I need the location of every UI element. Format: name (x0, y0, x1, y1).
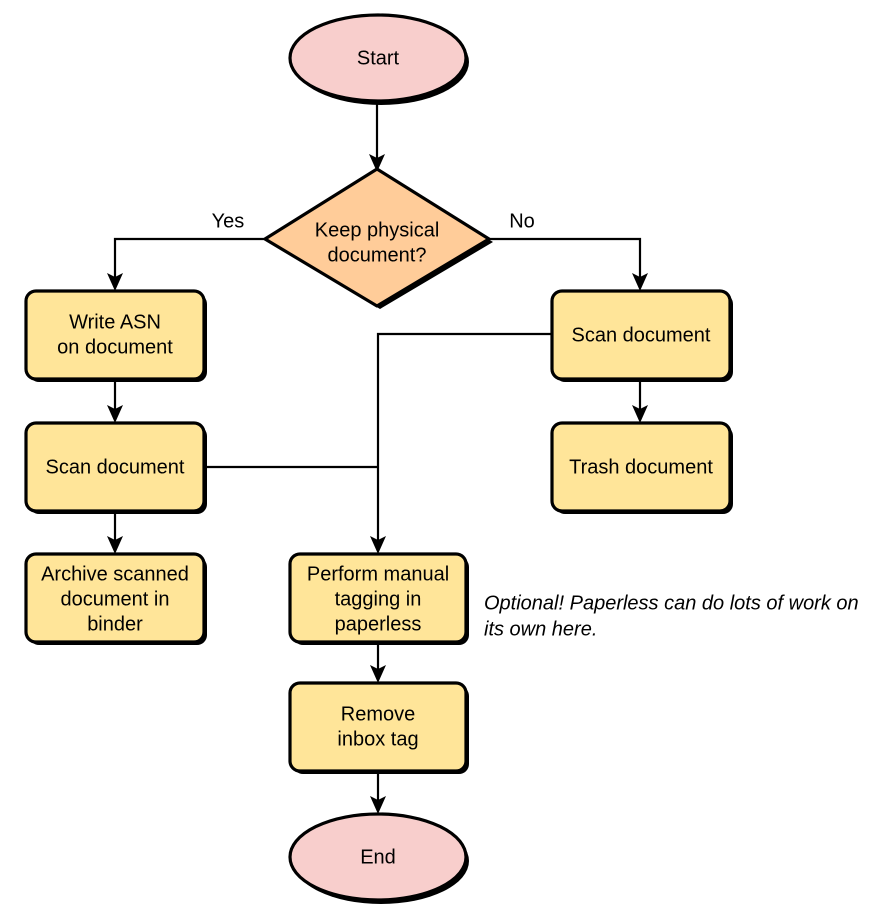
removetag-label-line2: inbox tag (337, 728, 418, 750)
node-scan-document-right[interactable]: Scan document (550, 289, 733, 382)
edge-writeasn-to-scanleft (107, 379, 123, 423)
archive-label-line3: binder (87, 613, 143, 635)
scan-right-label: Scan document (572, 324, 711, 346)
arrowhead-icon (107, 273, 123, 291)
archive-rect (24, 552, 206, 644)
start-label: Start (357, 47, 400, 69)
scan-left-rect (24, 421, 206, 513)
edge-line (489, 237, 642, 283)
node-start[interactable]: Start (288, 13, 469, 105)
optional-note-line1: Optional! Paperless can do lots of work … (484, 592, 859, 614)
tagging-rect (288, 552, 468, 644)
annotation-optional-note: Optional! Paperless can do lots of work … (484, 592, 859, 640)
write-asn-rect (24, 289, 206, 381)
edge-label-no: No (509, 210, 535, 232)
arrowhead-icon (632, 273, 648, 291)
scan-left-label: Scan document (46, 456, 185, 478)
arrowhead-icon (107, 405, 123, 423)
removetag-rect (288, 681, 468, 773)
scan-right-rect (550, 289, 732, 381)
edge-scanright-to-tagging (370, 332, 552, 554)
node-scan-document-left[interactable]: Scan document (24, 421, 207, 514)
edge-start-to-decision (369, 101, 385, 172)
node-write-asn[interactable]: Write ASN on document (24, 289, 207, 382)
arrowhead-icon (107, 536, 123, 554)
node-trash-document[interactable]: Trash document (550, 421, 733, 514)
edge-label-yes: Yes (212, 210, 245, 232)
end-label: End (360, 846, 396, 868)
decision-label-line1: Keep physical (315, 219, 440, 241)
arrowhead-icon (632, 405, 648, 423)
arrowhead-icon (370, 665, 386, 683)
node-end[interactable]: End (288, 812, 469, 904)
removetag-label-line1: Remove (341, 703, 415, 725)
write-asn-label-line2: on document (57, 336, 173, 358)
arrowhead-icon (369, 154, 385, 172)
write-asn-label-line1: Write ASN (69, 311, 161, 333)
start-ellipse (288, 13, 468, 103)
tagging-label-line3: paperless (335, 613, 422, 635)
edge-decision-no: No (489, 210, 648, 291)
trash-rect (550, 421, 732, 513)
archive-label-line2: document in (61, 588, 170, 610)
node-manual-tagging[interactable]: Perform manual tagging in paperless (288, 552, 469, 645)
tagging-label-line2: tagging in (335, 588, 422, 610)
optional-note-line2: its own here. (484, 618, 597, 640)
trash-label: Trash document (569, 456, 713, 478)
node-archive-binder[interactable]: Archive scanned document in binder (24, 552, 207, 645)
edge-tagging-to-removetag (370, 642, 386, 683)
decision-label-line2: document? (328, 244, 427, 266)
edge-removetag-to-end (370, 771, 386, 814)
arrowhead-icon (370, 536, 386, 554)
tagging-label-line1: Perform manual (307, 563, 449, 585)
edge-decision-yes: Yes (107, 210, 265, 291)
end-ellipse (288, 812, 468, 902)
arrowhead-icon (370, 796, 386, 814)
edge-line (113, 237, 265, 283)
edge-scanright-to-trash (632, 379, 648, 423)
decision-diamond (263, 167, 491, 308)
archive-label-line1: Archive scanned (41, 563, 189, 585)
edge-scanleft-to-archive (107, 511, 123, 554)
node-remove-inbox-tag[interactable]: Remove inbox tag (288, 681, 469, 774)
node-keep-physical-document[interactable]: Keep physical document? (263, 167, 493, 309)
edge-line (376, 332, 552, 546)
